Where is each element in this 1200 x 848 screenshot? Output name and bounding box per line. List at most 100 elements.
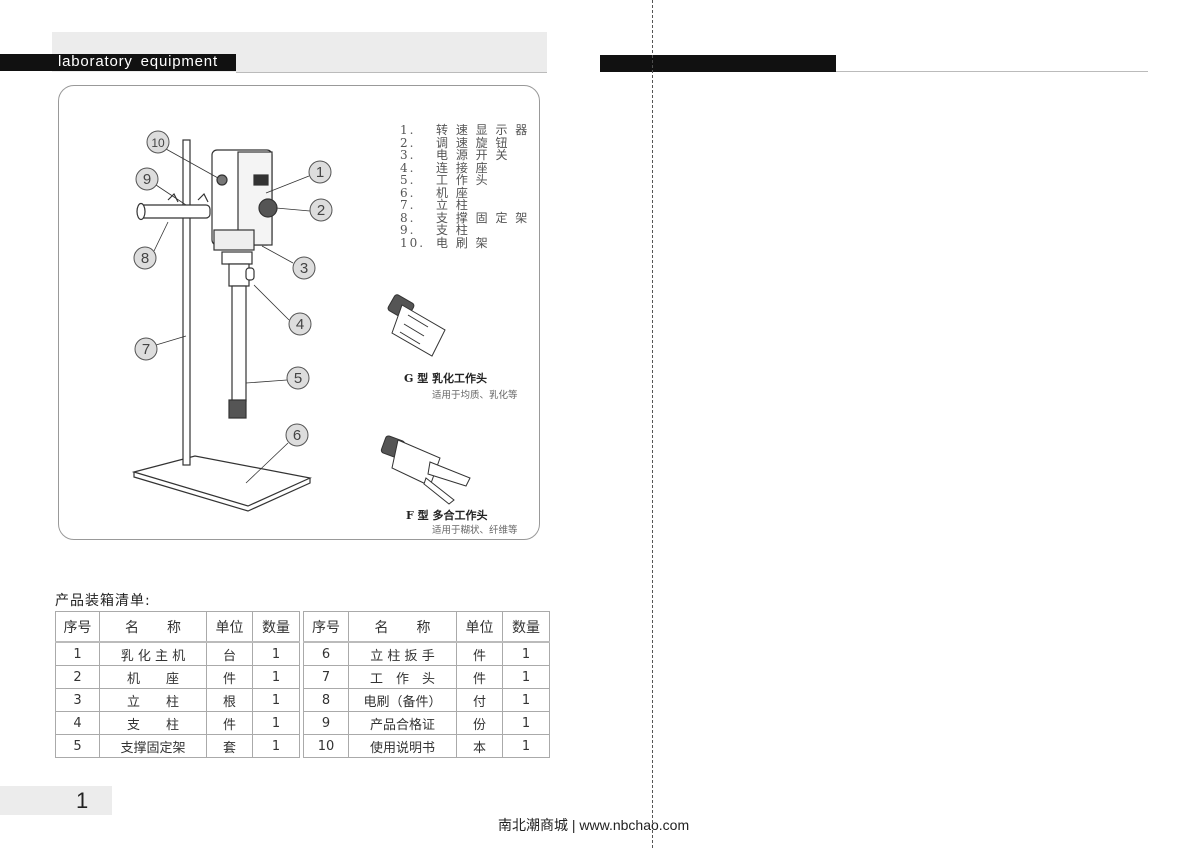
callout-number: 9 bbox=[143, 171, 151, 188]
table-cell: 1 bbox=[252, 665, 300, 689]
legend-number: 1. bbox=[400, 123, 416, 137]
legend-label: 立 柱 bbox=[436, 198, 470, 212]
legend-item: 3.电 源 开 关 bbox=[400, 149, 529, 162]
column-header: 名 称 bbox=[99, 611, 207, 643]
stand-pole bbox=[182, 139, 191, 466]
callout-number: 6 bbox=[293, 427, 301, 444]
footer-watermark: 南北潮商城 | www.nbchao.com bbox=[498, 817, 690, 833]
table-cell: 1 bbox=[252, 688, 300, 712]
header-title: laboratory equipment bbox=[58, 53, 218, 70]
table-cell: 9 bbox=[303, 711, 349, 735]
table-header-row: 序号名 称单位数量 bbox=[55, 611, 300, 643]
g-probe-subtitle: 适用于均质、乳化等 bbox=[432, 390, 518, 401]
column-header: 数量 bbox=[502, 611, 550, 643]
table-cell: 支撑固定架 bbox=[99, 734, 207, 758]
speed-knob bbox=[258, 198, 278, 218]
callout-number: 10 bbox=[151, 136, 165, 150]
table-cell: 件 bbox=[456, 665, 503, 689]
callout-number: 3 bbox=[300, 260, 308, 277]
column-header: 序号 bbox=[55, 611, 100, 643]
table-cell: 份 bbox=[456, 711, 503, 735]
legend-number: 8. bbox=[400, 210, 416, 225]
table-cell: 件 bbox=[456, 641, 503, 666]
table-cell: 本 bbox=[456, 734, 503, 758]
table-cell: 1 bbox=[252, 711, 300, 735]
table-cell: 5 bbox=[55, 734, 100, 758]
f-probe-illustration bbox=[380, 435, 471, 505]
legend-label: 机 座 bbox=[436, 185, 470, 200]
table-cell: 支 柱 bbox=[99, 711, 207, 735]
column-header: 单位 bbox=[456, 611, 503, 643]
table-cell: 3 bbox=[55, 688, 100, 712]
callout-circle bbox=[308, 160, 332, 184]
table-cell: 件 bbox=[206, 711, 253, 735]
callout-circle bbox=[134, 337, 158, 361]
callout-circle bbox=[292, 256, 316, 280]
callout-circle bbox=[309, 198, 333, 222]
base-plate bbox=[131, 455, 312, 507]
table-cell: 产品合格证 bbox=[348, 711, 457, 735]
right-header-bar bbox=[600, 55, 836, 72]
table-cell: 套 bbox=[206, 734, 253, 758]
work-head bbox=[228, 399, 247, 419]
header-bar bbox=[0, 54, 236, 71]
column-header: 序号 bbox=[303, 611, 349, 643]
callout-number: 4 bbox=[296, 316, 304, 333]
table-cell: 使用说明书 bbox=[348, 734, 457, 758]
table-cell: 1 bbox=[252, 641, 300, 666]
callout-circle bbox=[286, 366, 310, 390]
legend-number: 3. bbox=[400, 148, 416, 162]
table-cell: 电刷（备件） bbox=[348, 688, 457, 712]
table-cell: 1 bbox=[55, 641, 100, 666]
legend-item: 9.支 柱 bbox=[400, 224, 529, 237]
f-probe-subtitle: 适用于糊状、纤维等 bbox=[432, 525, 518, 536]
f-probe-title: F 型 多合工作头 bbox=[406, 509, 488, 522]
table-cell: 付 bbox=[456, 688, 503, 712]
callout-number: 1 bbox=[316, 164, 324, 181]
page-number-box bbox=[0, 786, 112, 815]
right-header-rule bbox=[836, 71, 1148, 72]
legend-number: 7. bbox=[400, 198, 416, 212]
callout-circle bbox=[285, 423, 309, 447]
equipment-figure bbox=[58, 85, 540, 540]
shaft bbox=[231, 285, 247, 402]
table-cell: 根 bbox=[206, 688, 253, 712]
clamp bbox=[139, 204, 211, 219]
table-cell: 1 bbox=[502, 711, 550, 735]
legend-item: 7. 立 柱 bbox=[400, 199, 529, 212]
legend-item: 2.调 速 旋 钮 bbox=[400, 136, 529, 150]
legend-label: 工 作 头 bbox=[436, 173, 490, 187]
legend-number: 10. bbox=[400, 235, 426, 250]
header-rule bbox=[236, 72, 547, 73]
table-cell: 机 座 bbox=[99, 665, 207, 689]
table-cell: 2 bbox=[55, 665, 100, 689]
legend-item: 4.连 接 座 bbox=[400, 160, 529, 175]
table-cell: 1 bbox=[502, 665, 550, 689]
legend-label: 电 刷 架 bbox=[436, 235, 490, 250]
legend-item: 8.支 撑 固 定 架 bbox=[400, 210, 529, 225]
legend-number: 9. bbox=[400, 223, 416, 237]
table-cell: 台 bbox=[206, 641, 253, 666]
table-cell: 1 bbox=[502, 688, 550, 712]
legend-label: 转 速 显 示 器 bbox=[436, 123, 530, 137]
legend-number: 4. bbox=[400, 160, 416, 175]
table-cell: 立 柱 bbox=[99, 688, 207, 712]
legend-item: 6. 机 座 bbox=[400, 185, 529, 200]
callout-number: 8 bbox=[141, 250, 149, 267]
legend-number: 6. bbox=[400, 185, 416, 200]
table-cell: 10 bbox=[303, 734, 349, 758]
legend-item: 5.工 作 头 bbox=[400, 174, 529, 187]
table-cell: 1 bbox=[252, 734, 300, 758]
table-cell: 工 作 头 bbox=[348, 665, 457, 689]
table-cell: 件 bbox=[206, 665, 253, 689]
